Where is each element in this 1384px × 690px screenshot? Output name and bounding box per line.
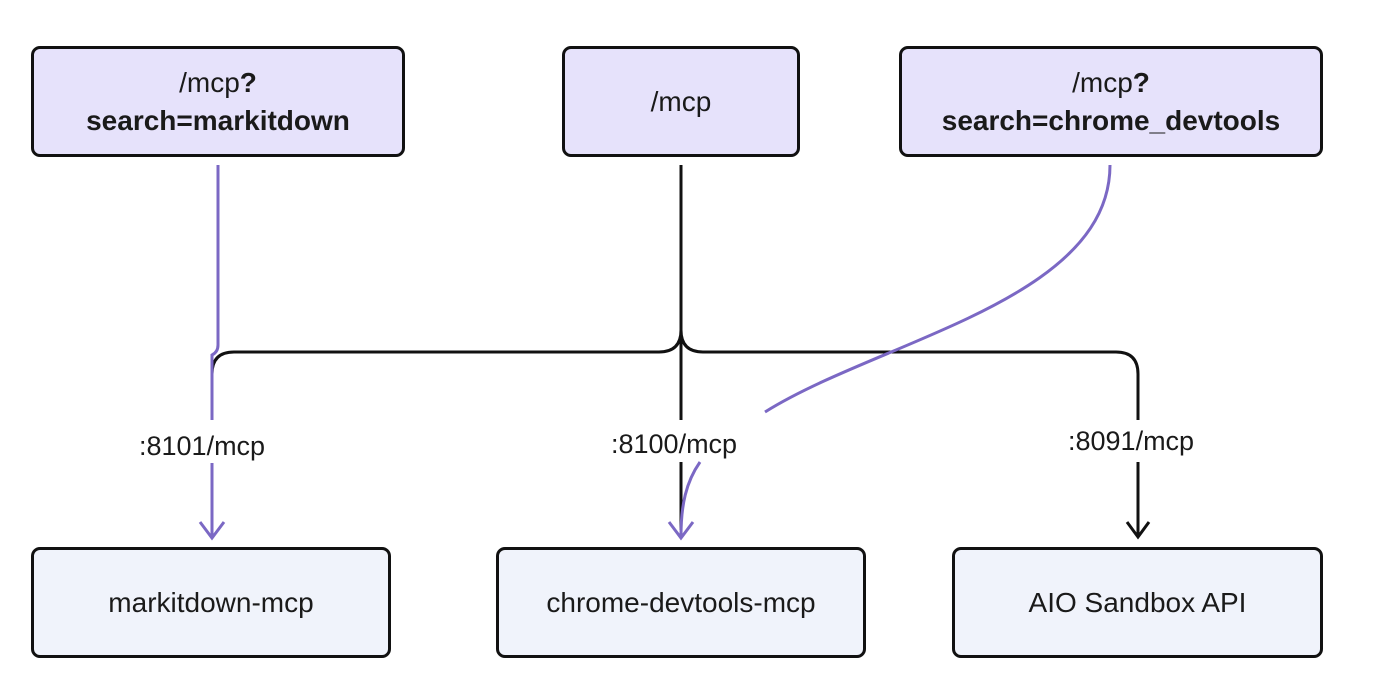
edge-chrome-tail [679,461,702,537]
route-path-text: /mcp [1072,66,1133,98]
node-label: markitdown-mcp [108,586,314,618]
node-label: chrome-devtools-mcp [546,586,816,618]
arrowhead-chrome [667,521,695,541]
edge-markitdown [210,165,220,536]
edge-default-trunk [210,165,683,410]
arrowhead-sandbox [1125,521,1151,540]
node-markitdown-mcp: markitdown-mcp [31,547,391,658]
node-label: AIO Sandbox API [1028,586,1247,618]
edge-label-chrome: :8100/mcp [607,427,742,461]
edge-default-to-sandbox [679,329,1140,536]
node-chrome-devtools-mcp: chrome-devtools-mcp [496,547,866,658]
route-path-text: /mcp [650,85,712,117]
node-route-default: /mcp [562,46,800,157]
query-mark: ? [1132,66,1150,98]
edge-label-sandbox: :8091/mcp [1064,424,1199,458]
edge-label-markitdown: :8101/mcp [135,429,270,463]
route-query-text: search=markitdown [86,104,350,136]
node-route-markitdown: /mcp? search=markitdown [31,46,405,157]
node-aio-sandbox-api: AIO Sandbox API [952,547,1323,658]
route-path-text: /mcp [179,66,240,98]
edge-chrome [764,164,1112,414]
route-query-text: search=chrome_devtools [941,104,1281,136]
query-mark: ? [239,66,257,98]
node-route-chrome: /mcp? search=chrome_devtools [899,46,1323,157]
arrowhead-markitdown [198,521,226,541]
